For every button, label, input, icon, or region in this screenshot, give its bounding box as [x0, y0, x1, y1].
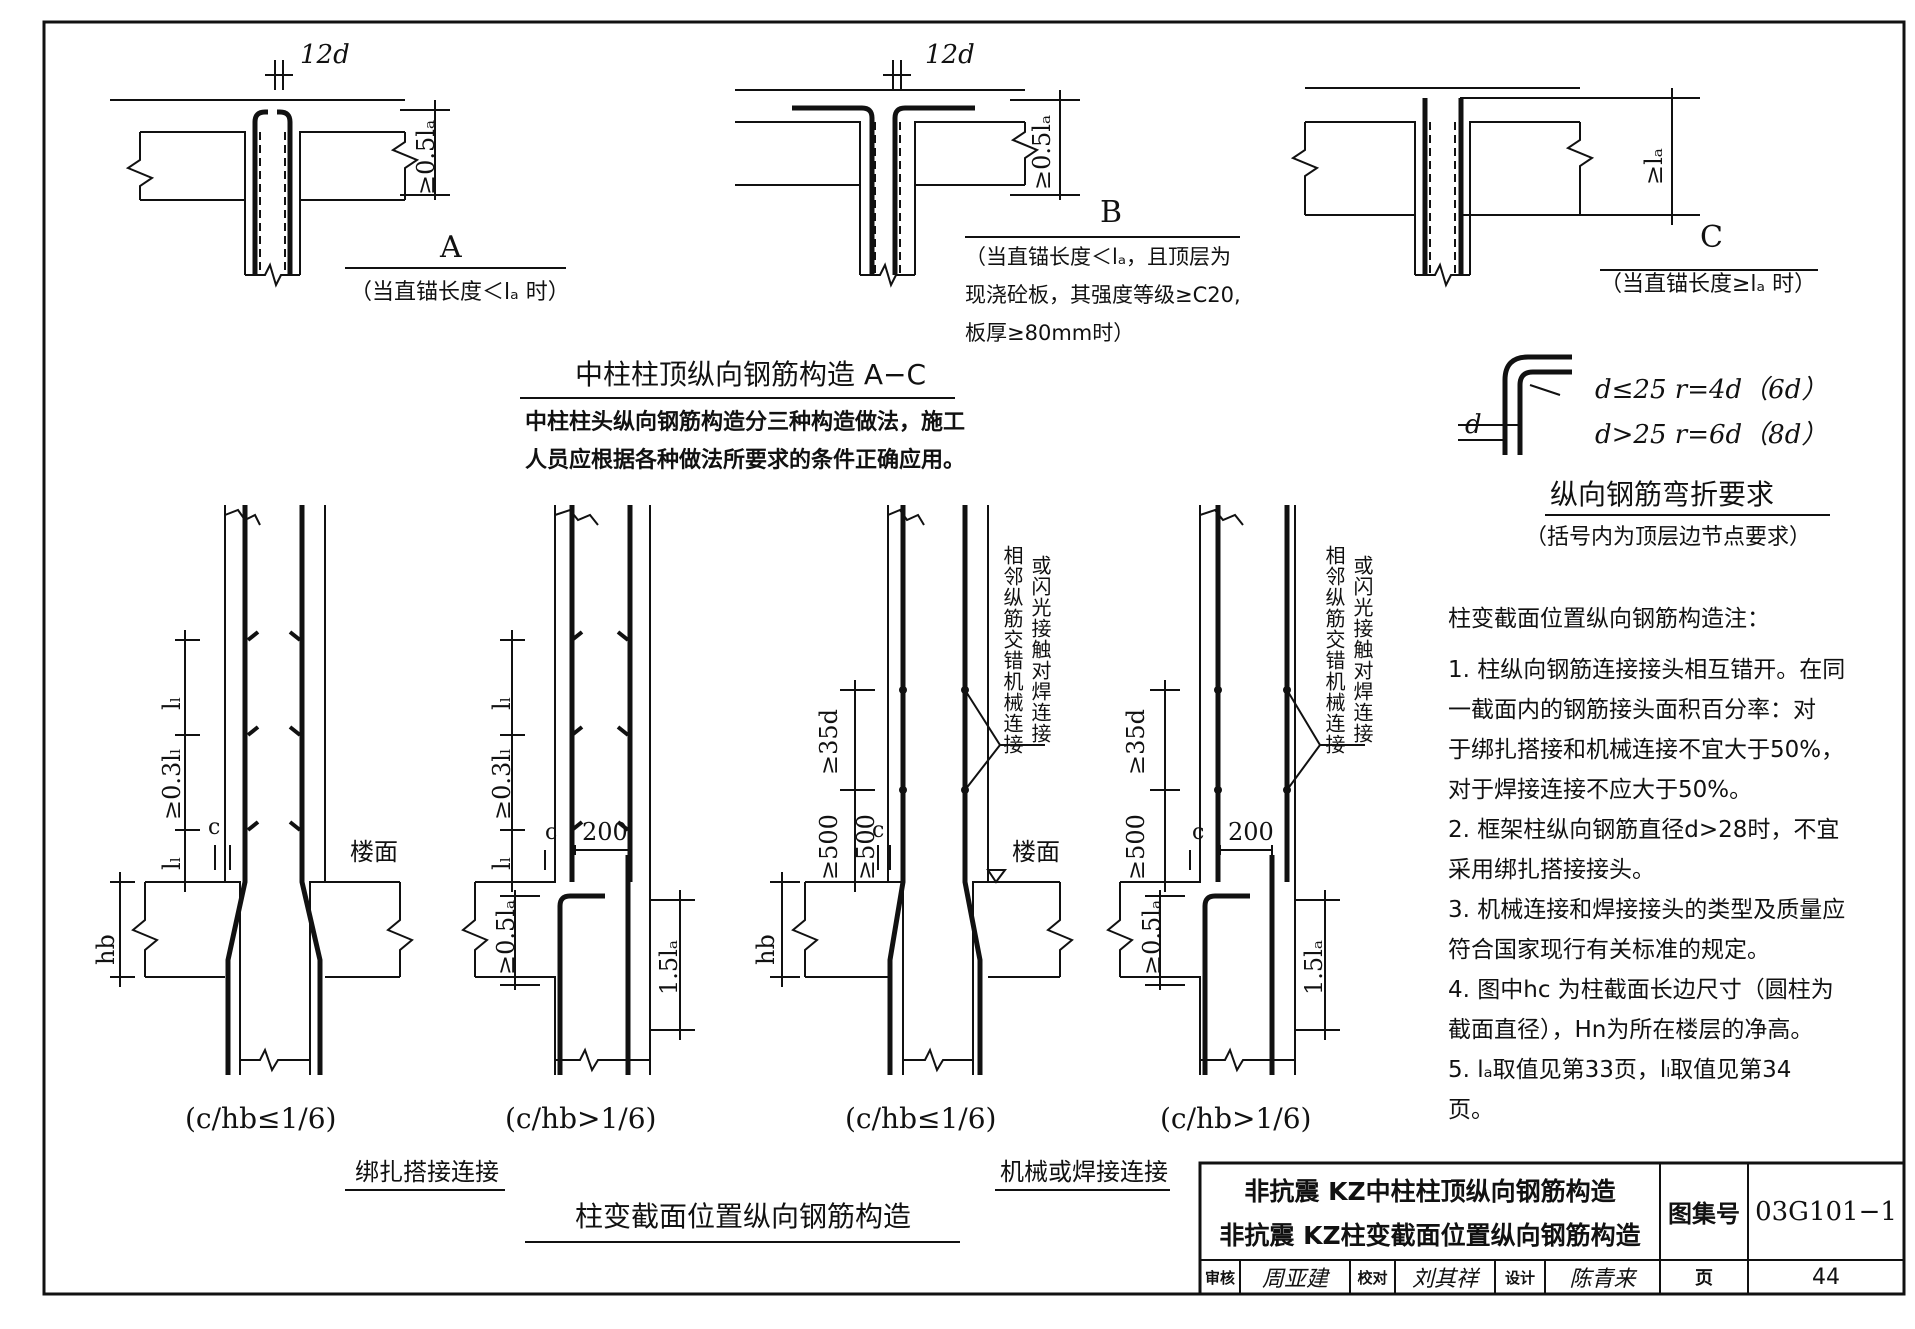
d1-floor: 楼面	[350, 838, 398, 866]
title-block-title-1: 非抗震 KZ中柱柱顶纵向钢筋构造	[1244, 1177, 1616, 1206]
note-line: 对于焊接连接不应大于50%。	[1448, 777, 1753, 803]
title-block-lines	[1198, 1161, 1906, 1296]
d4-500: ≥500	[1122, 814, 1150, 880]
note-line: 5. lₐ取值见第33页，lₗ取值见第34	[1448, 1057, 1792, 1083]
d1-ll2: lₗ	[158, 856, 186, 871]
note-line: 一截面内的钢筋接头面积百分率：对	[1448, 697, 1816, 723]
detail-a-label: A	[440, 230, 462, 265]
detail-c-caption: （当直锚长度≥lₐ 时）	[1600, 272, 1817, 297]
notes-list: 1. 柱纵向钢筋连接接头相互错开。在同 一截面内的钢筋接头面积百分率：对 于绑扎…	[1448, 650, 1845, 1130]
bend-line-1: d≤25 r=4d（6d）	[1595, 375, 1828, 405]
notes-title: 柱变截面位置纵向钢筋构造注：	[1448, 606, 1770, 632]
review-signature: 周亚建	[1261, 1267, 1328, 1292]
d4-note-1: 相邻纵筋交错机械连接	[1322, 545, 1346, 755]
note-line: 2. 框架柱纵向钢筋直径d>28时，不宜	[1448, 817, 1840, 843]
check-label: 校对	[1357, 1268, 1388, 1287]
note-line: 符合国家现行有关标准的规定。	[1448, 937, 1770, 963]
detail-c-dim-anchor: ≥lₐ	[1640, 147, 1668, 185]
sheet-frame	[42, 20, 1906, 1296]
d2-l03: ≥0.3lₗ	[488, 748, 516, 820]
d3-hb: hb	[752, 934, 780, 965]
page-number: 44	[1812, 1264, 1840, 1290]
section-a-c-desc-1: 中柱柱头纵向钢筋构造分三种构造做法，施工	[525, 410, 966, 435]
lower-detail-3-drawing	[770, 505, 1074, 1075]
d2-l05: ≥0.5lₐ	[492, 899, 520, 975]
note-line: 采用绑扎搭接接头。	[1448, 857, 1655, 883]
bend-diagram	[1458, 354, 1830, 516]
d3-500: ≥500	[815, 814, 843, 880]
d4-c: c	[1192, 820, 1205, 845]
d3-note-2: 或闪光接触对焊连接	[1028, 555, 1052, 744]
title-block-title-2: 非抗震 KZ柱变截面位置纵向钢筋构造	[1219, 1221, 1641, 1250]
d3-note-1: 相邻纵筋交错机械连接	[1000, 545, 1024, 755]
d1-condition: (c/hb≤1/6)	[185, 1102, 337, 1135]
bottom-title: 柱变截面位置纵向钢筋构造	[575, 1200, 912, 1233]
d4-l15: 1.5lₐ	[1300, 939, 1328, 995]
d2-ll: lₗ	[488, 696, 516, 711]
detail-b-label: B	[1100, 195, 1123, 230]
detail-b-drawing	[735, 60, 1240, 288]
note-line: 截面直径），Hn为所在楼层的净高。	[1448, 1017, 1814, 1043]
detail-b-caption-1: （当直锚长度＜lₐ，且顶层为	[965, 245, 1232, 269]
section-a-c-title: 中柱柱顶纵向钢筋构造 A−C	[575, 358, 927, 391]
bend-subtitle: （括号内为顶层边节点要求）	[1525, 525, 1812, 550]
d4-l05: ≥0.5lₐ	[1138, 899, 1166, 975]
detail-b-dim-12d: 12d	[925, 40, 975, 70]
design-signature: 陈青来	[1569, 1267, 1636, 1292]
d4-35d: ≥35d	[1122, 708, 1150, 775]
d2-200: 200	[582, 818, 628, 846]
d4-200: 200	[1228, 818, 1274, 846]
d4-note-2: 或闪光接触对焊连接	[1350, 555, 1374, 744]
note-line: 3. 机械连接和焊接接头的类型及质量应	[1448, 897, 1846, 923]
bend-line-2: d>25 r=6d（8d）	[1595, 420, 1828, 450]
lower-detail-2-drawing	[461, 505, 695, 1075]
bend-title: 纵向钢筋弯折要求	[1550, 478, 1775, 511]
detail-c-drawing	[1290, 87, 1818, 288]
atlas-number: 03G101−1	[1755, 1196, 1897, 1227]
note-line: 于绑扎搭接和机械连接不宜大于50%，	[1448, 737, 1845, 763]
d2-condition: (c/hb>1/6)	[505, 1102, 657, 1135]
d2-c: c	[545, 820, 558, 845]
detail-a-dim-anchor: ≥0.5lₐ	[412, 119, 440, 195]
design-label: 设计	[1504, 1268, 1535, 1287]
detail-b-dim-anchor: ≥0.5lₐ	[1028, 114, 1056, 190]
bend-d-label: d	[1465, 410, 1482, 440]
d1-l03: ≥0.3lₗ	[158, 748, 186, 820]
d2-l15: 1.5lₐ	[655, 939, 683, 995]
d2-ll2: lₗ	[488, 856, 516, 871]
note-line: 1. 柱纵向钢筋连接接头相互错开。在同	[1448, 657, 1846, 683]
review-label: 审核	[1204, 1268, 1235, 1287]
detail-a-dim-12d: 12d	[300, 40, 350, 70]
note-line: 页。	[1448, 1097, 1494, 1123]
d3-floor: 楼面	[1012, 838, 1060, 866]
detail-c-label: C	[1700, 220, 1723, 255]
d3-c: c	[872, 818, 885, 843]
section-a-c-desc-2: 人员应根据各种做法所要求的条件正确应用。	[525, 448, 966, 473]
d1-ll: lₗ	[158, 696, 186, 711]
page-label: 页	[1695, 1268, 1713, 1289]
d4-condition: (c/hb>1/6)	[1160, 1102, 1312, 1135]
coupler-dots	[899, 686, 1291, 794]
note-line: 4. 图中hc 为柱截面长边尺寸（圆柱为	[1448, 977, 1834, 1003]
lower-detail-1-drawing	[110, 505, 505, 1191]
check-signature: 刘其祥	[1411, 1267, 1478, 1292]
detail-b-caption-3: 板厚≥80mm时）	[965, 321, 1135, 345]
caption-lap-splice: 绑扎搭接连接	[355, 1158, 499, 1186]
detail-a-caption: （当直锚长度＜lₐ 时）	[350, 280, 570, 305]
d1-hb: hb	[92, 934, 120, 965]
atlas-label: 图集号	[1668, 1200, 1740, 1228]
detail-a-drawing	[110, 60, 566, 288]
detail-b-caption-2: 现浇砼板，其强度等级≥C20,	[965, 283, 1241, 307]
d1-c: c	[208, 815, 221, 840]
caption-mechanical: 机械或焊接连接	[1000, 1158, 1168, 1186]
d3-condition: (c/hb≤1/6)	[845, 1102, 997, 1135]
d3-35d: ≥35d	[815, 708, 843, 775]
